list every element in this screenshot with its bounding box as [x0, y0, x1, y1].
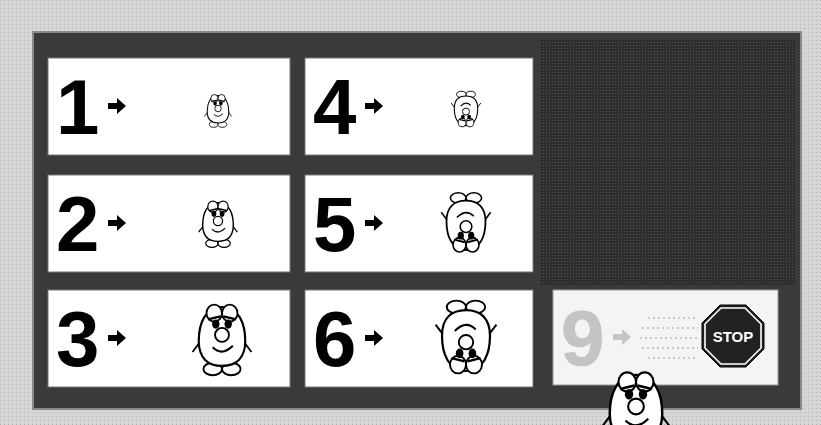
dark-panel — [33, 32, 801, 409]
step-number: 9 — [561, 299, 604, 377]
step-box: 2 — [48, 175, 290, 272]
greyed-box-ground — [553, 290, 778, 385]
step-number: 1 — [56, 68, 99, 146]
step-number: 6 — [313, 300, 356, 378]
greyed-step-box: 9 STOP — [553, 290, 778, 385]
stop-sign: STOP — [701, 304, 765, 368]
step-box: 4 — [305, 58, 533, 155]
step-number: 2 — [56, 185, 99, 263]
step-number: 4 — [313, 68, 356, 146]
peeking-figure — [603, 372, 670, 425]
box-grounds — [48, 58, 533, 387]
greyed-arrow — [613, 329, 631, 345]
step-box: 3 — [48, 290, 290, 387]
step-box: 1 — [48, 58, 290, 155]
step-box: 6 — [305, 290, 533, 387]
panel-shade — [540, 40, 795, 285]
step-box: 5 — [305, 175, 533, 272]
motion-trail — [640, 318, 698, 358]
step-number: 5 — [313, 185, 356, 263]
stop-label: STOP — [713, 329, 754, 344]
step-number: 3 — [56, 300, 99, 378]
